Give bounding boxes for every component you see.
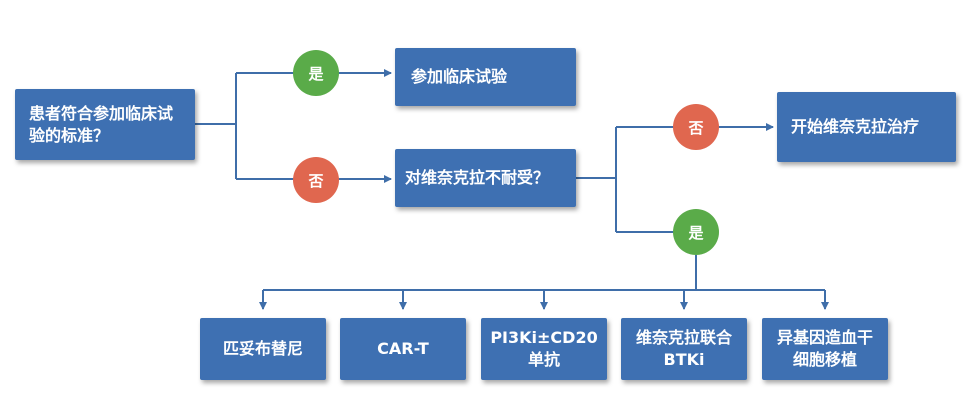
node-option-venetoclax-btki: 维奈克拉联合BTKi (621, 318, 747, 380)
decision-no-1-label: 否 (308, 171, 324, 190)
node-option-4-label: 维奈克拉联合BTKi (635, 328, 732, 369)
node-q1-eligibility: 患者符合参加临床试验的标准？ (15, 89, 195, 160)
decision-yes-2-label: 是 (688, 223, 704, 242)
decision-no-2-label: 否 (688, 118, 704, 137)
node-option-3-label: PI3Ki±CD20单抗 (490, 328, 598, 369)
node-start-venetoclax: 开始维奈克拉治疗 (777, 92, 956, 162)
node-venetoclax-label: 开始维奈克拉治疗 (791, 117, 920, 136)
decision-yes-2: 是 (673, 209, 719, 255)
node-option-pirtobrutinib: 匹妥布替尼 (200, 318, 326, 380)
node-option-pi3ki: PI3Ki±CD20单抗 (481, 318, 607, 380)
node-clinical-trial-label: 参加临床试验 (411, 67, 508, 86)
decision-no-1: 否 (293, 157, 339, 203)
node-option-allo-hsct: 异基因造血干细胞移植 (762, 318, 888, 380)
node-q2-label: 对维奈克拉不耐受？ (405, 168, 550, 187)
node-option-5-label: 异基因造血干细胞移植 (776, 328, 873, 369)
node-clinical-trial: 参加临床试验 (395, 48, 576, 106)
decision-no-2: 否 (673, 104, 719, 150)
node-option-1-label: 匹妥布替尼 (222, 339, 303, 358)
node-option-car-t: CAR-T (340, 318, 466, 380)
node-q2-intolerance: 对维奈克拉不耐受？ (395, 149, 576, 207)
decision-yes-1: 是 (293, 50, 339, 96)
node-q1-label: 患者符合参加临床试验的标准？ (29, 103, 174, 145)
node-option-2-label: CAR-T (377, 339, 429, 358)
decision-yes-1-label: 是 (308, 64, 324, 83)
